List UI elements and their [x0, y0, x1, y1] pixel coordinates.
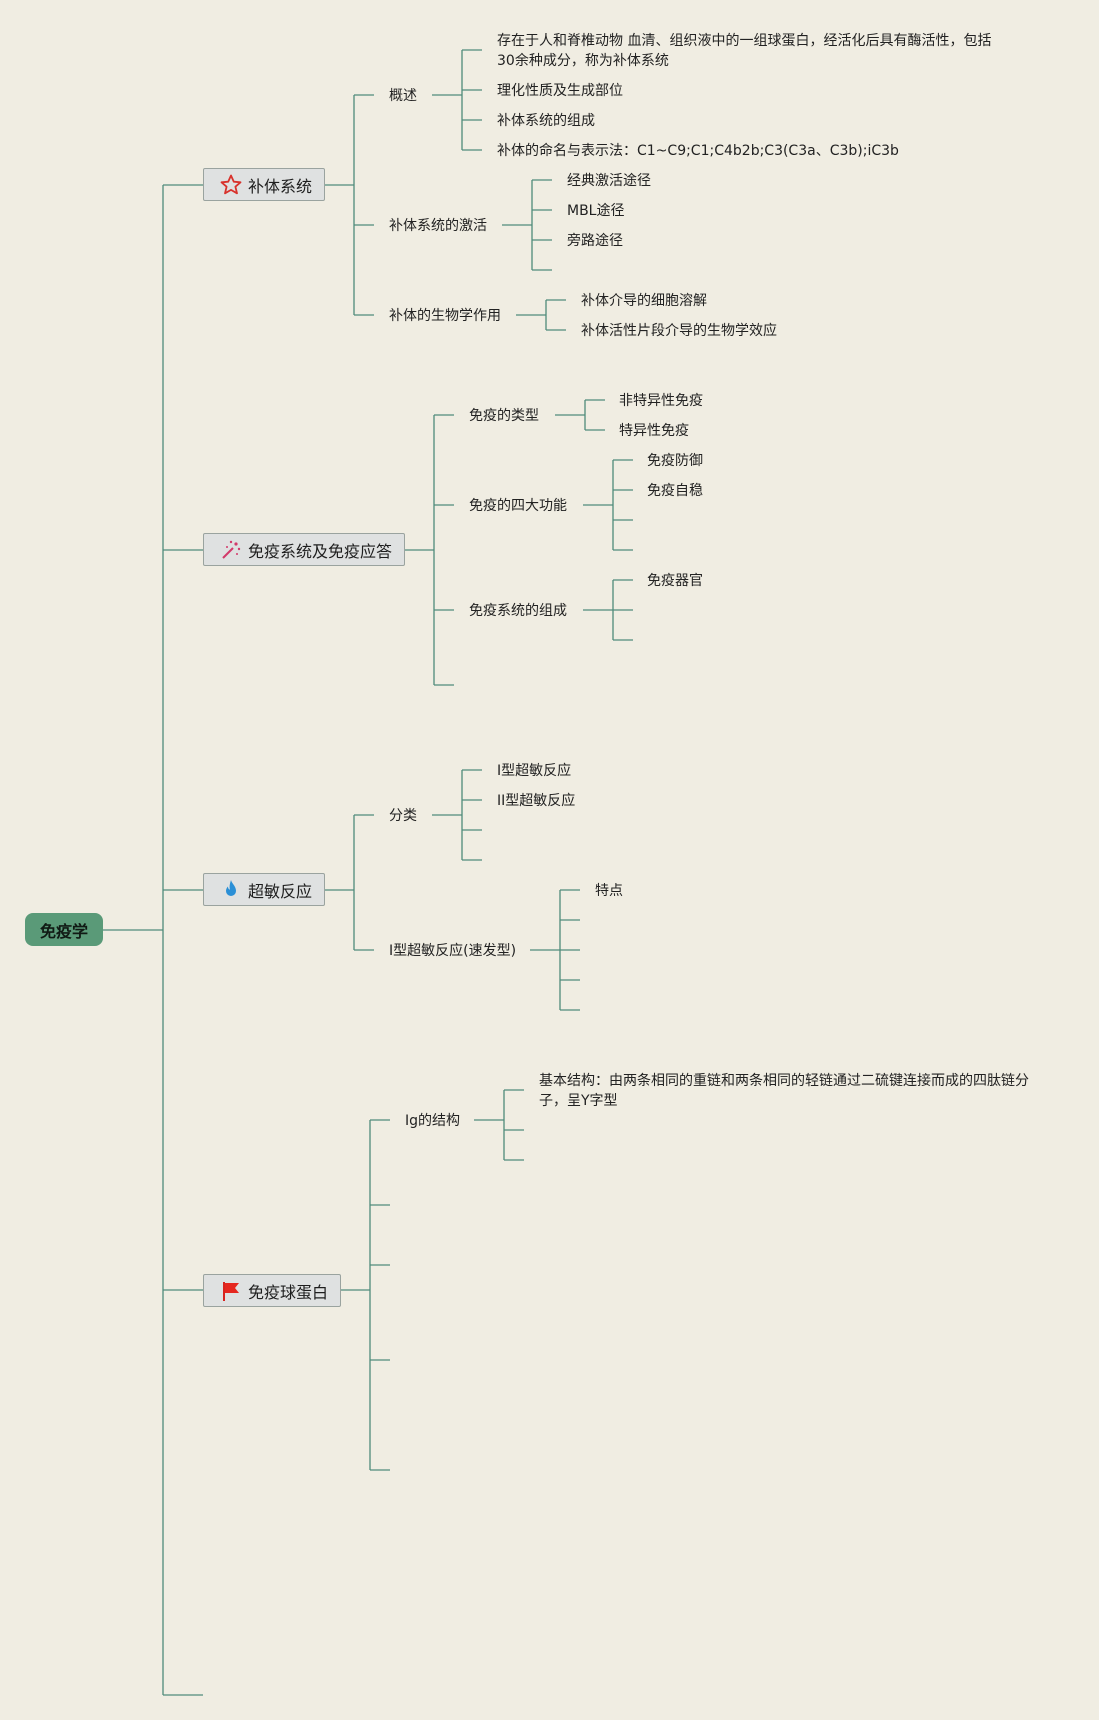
- subtopic-complement-biological-function[interactable]: 补体的生物学作用: [389, 308, 501, 324]
- leaf-nonspecific-immunity[interactable]: 非特异性免疫: [619, 393, 703, 409]
- leaf-mbl-pathway[interactable]: MBL途径: [567, 203, 625, 219]
- leaf-alternative-pathway[interactable]: 旁路途径: [567, 233, 623, 249]
- root-label: 免疫学: [39, 921, 88, 941]
- topic-immunoglobulin[interactable]: 免疫球蛋白: [203, 1274, 341, 1307]
- subtopic-four-functions[interactable]: 免疫的四大功能: [469, 498, 567, 514]
- subtopic-immunity-types[interactable]: 免疫的类型: [469, 408, 539, 424]
- leaf-basic-structure[interactable]: 基本结构：由两条相同的重链和两条相同的轻链通过二硫键连接而成的四肽链分子，呈Y字…: [539, 1073, 1029, 1109]
- star-icon: [218, 172, 244, 198]
- leaf-complement-naming[interactable]: 补体的命名与表示法：C1~C9;C1;C4b2b;C3(C3a、C3b);iC3…: [497, 143, 899, 159]
- flag-icon: [218, 1278, 244, 1304]
- topic-label: 免疫球蛋白: [248, 1282, 329, 1302]
- topic-label: 超敏反应: [248, 881, 313, 901]
- topic-label: 补体系统: [248, 176, 313, 196]
- topic-complement-system[interactable]: 补体系统: [203, 168, 325, 201]
- leaf-type1-hypersensitivity[interactable]: I型超敏反应: [497, 763, 572, 779]
- magic-wand-icon: [218, 537, 244, 563]
- leaf-immune-organs[interactable]: 免疫器官: [647, 573, 703, 589]
- leaf-properties-origin[interactable]: 理化性质及生成部位: [497, 83, 623, 99]
- subtopic-ig-structure[interactable]: Ig的结构: [405, 1113, 461, 1129]
- leaf-classical-pathway[interactable]: 经典激活途径: [567, 173, 651, 189]
- leaf-specific-immunity[interactable]: 特异性免疫: [619, 423, 689, 439]
- subtopic-overview[interactable]: 概述: [389, 88, 417, 104]
- topic-label: 免疫系统及免疫应答: [248, 541, 393, 561]
- leaf-type2-hypersensitivity[interactable]: II型超敏反应: [497, 793, 576, 809]
- subtopic-immune-system-composition[interactable]: 免疫系统的组成: [469, 603, 567, 619]
- subtopic-type1-hypersensitivity[interactable]: I型超敏反应(速发型): [389, 943, 517, 959]
- leaf-complement-cytolysis[interactable]: 补体介导的细胞溶解: [581, 293, 707, 309]
- leaf-immune-defense[interactable]: 免疫防御: [647, 453, 703, 469]
- leaf-immune-homeostasis[interactable]: 免疫自稳: [647, 483, 703, 499]
- leaf-overview-definition[interactable]: 存在于人和脊椎动物 血清、组织液中的一组球蛋白，经活化后具有酶活性，包括30余种…: [497, 33, 992, 69]
- topic-hypersensitivity[interactable]: 超敏反应: [203, 873, 325, 906]
- leaf-complement-fragment-effects[interactable]: 补体活性片段介导的生物学效应: [581, 323, 777, 339]
- leaf-complement-composition[interactable]: 补体系统的组成: [497, 113, 595, 129]
- subtopic-classification[interactable]: 分类: [389, 808, 417, 824]
- topic-immune-system[interactable]: 免疫系统及免疫应答: [203, 533, 405, 566]
- subtopic-complement-activation[interactable]: 补体系统的激活: [389, 218, 487, 234]
- root-topic[interactable]: 免疫学: [25, 913, 103, 946]
- flame-icon: [218, 877, 244, 903]
- leaf-characteristics[interactable]: 特点: [595, 883, 623, 899]
